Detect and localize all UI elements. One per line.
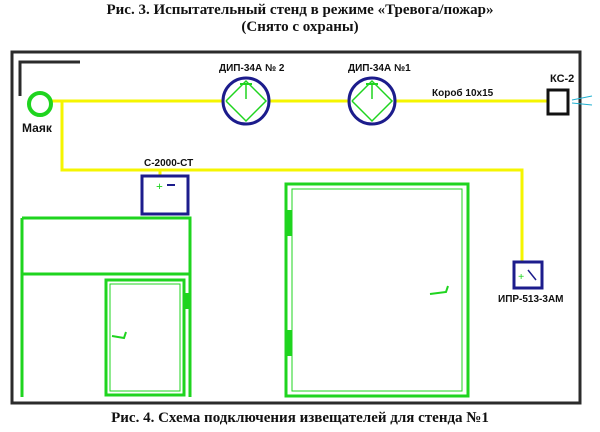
corner-mark xyxy=(18,60,80,96)
caption-top-subtitle: (Снято с охраны) xyxy=(241,19,359,35)
ks2-label: КС-2 xyxy=(550,73,574,85)
ks2-box xyxy=(546,88,570,116)
stand-frame xyxy=(10,50,582,405)
detector-icon xyxy=(347,76,397,126)
caption-top-title: Рис. 3. Испытательный стенд в режиме «Тр… xyxy=(106,2,494,18)
cabinet-door xyxy=(104,278,186,397)
detector-icon xyxy=(221,76,271,126)
wiring xyxy=(52,99,548,262)
callpoint-box xyxy=(512,260,544,290)
ks2-lead xyxy=(571,95,593,101)
controller-box xyxy=(140,174,190,216)
beacon-label: Маяк xyxy=(22,121,53,135)
detector-2-label: ДИП-34А № 2 xyxy=(219,63,285,74)
beacon-icon xyxy=(27,91,53,117)
conduit-label: Короб 10х15 xyxy=(432,87,494,99)
minus-icon xyxy=(167,184,175,186)
detector-1 xyxy=(347,76,397,126)
wire-branch xyxy=(60,101,524,262)
switch-icon xyxy=(527,269,537,281)
detector-2 xyxy=(221,76,271,126)
ks2-lead xyxy=(571,102,593,106)
callpoint-label: ИПР-513-3АМ xyxy=(498,294,564,305)
controller-label: С-2000-СТ xyxy=(144,158,193,169)
door-handle xyxy=(429,285,449,295)
plus-icon: + xyxy=(518,271,524,283)
plus-icon: + xyxy=(156,179,163,193)
main-door xyxy=(284,182,470,398)
left-cabinet xyxy=(20,216,192,397)
detector-1-label: ДИП-34А №1 xyxy=(348,63,411,74)
door-handle xyxy=(111,331,127,340)
caption-bottom-title: Рис. 4. Схема подключения извещателей дл… xyxy=(111,410,489,426)
